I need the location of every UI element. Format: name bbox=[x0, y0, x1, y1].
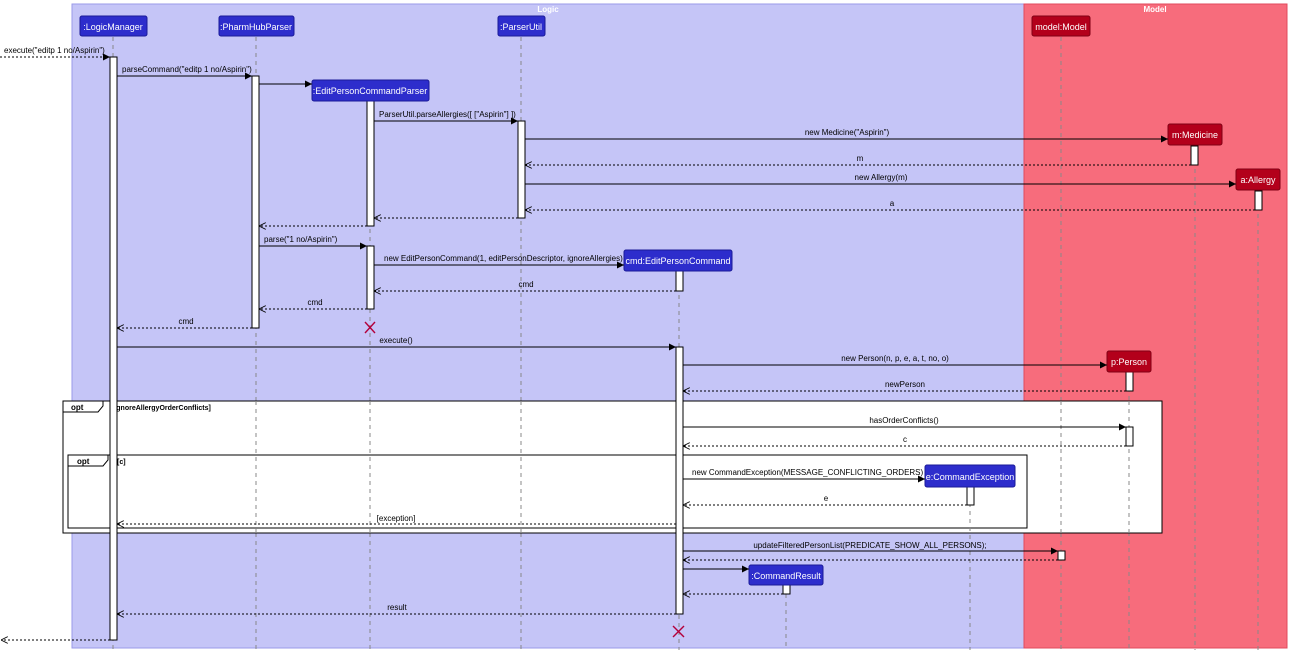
activation-cmd-1 bbox=[675, 270, 684, 292]
lifelines-over-fragments bbox=[255, 401, 1130, 533]
participant-logic-manager: :LogicManager bbox=[79, 15, 148, 37]
message-has-order-conflicts-label: hasOrderConflicts() bbox=[869, 416, 939, 425]
activation-allergy bbox=[1254, 190, 1263, 211]
destroy-mark-cmd bbox=[672, 625, 685, 638]
activation-command-result bbox=[782, 584, 791, 595]
participant-edit-person-command-parser-label: :EditPersonCommandParser bbox=[313, 86, 428, 96]
message-execute-incoming-label: execute("editp 1 no/Aspirin") bbox=[4, 46, 105, 55]
destroy-mark-parser bbox=[364, 321, 376, 334]
message-new-command-exception-label: new CommandException(MESSAGE_CONFLICTING… bbox=[692, 468, 924, 477]
activation-person-1 bbox=[1125, 371, 1134, 392]
activation-medicine bbox=[1190, 145, 1199, 166]
message-exception-label: [exception] bbox=[377, 514, 416, 523]
opt-fragment-outer-keyword: opt bbox=[71, 403, 84, 412]
participant-allergy: a:Allergy bbox=[1235, 168, 1281, 191]
message-return-m-label: m bbox=[857, 154, 864, 163]
message-return-a-label: a bbox=[890, 199, 895, 208]
message-update-filtered-person-list-label: updateFilteredPersonList(PREDICATE_SHOW_… bbox=[753, 541, 986, 550]
participant-parser-util: :ParserUtil bbox=[497, 15, 546, 37]
opt-fragment-inner: opt [c] bbox=[67, 454, 1028, 529]
model-boundary: Model bbox=[1023, 3, 1288, 649]
activation-cmd-2 bbox=[675, 346, 684, 615]
message-new-allergy-label: new Allergy(m) bbox=[855, 173, 908, 182]
message-parse-command-label: parseCommand("editp 1 no/Aspirin") bbox=[122, 65, 252, 74]
message-return-new-person-label: newPerson bbox=[885, 380, 925, 389]
message-return-c-label: c bbox=[903, 435, 907, 444]
activation-parser-1 bbox=[366, 98, 375, 227]
activation-bars bbox=[109, 56, 1263, 641]
messages: execute("editp 1 no/Aspirin") parseComma… bbox=[0, 46, 1255, 640]
participant-model: model:Model bbox=[1031, 15, 1091, 37]
activation-command-exception bbox=[966, 486, 975, 506]
opt-fragment-inner-guard: [c] bbox=[117, 459, 126, 466]
message-return-cmd-3-label: cmd bbox=[178, 317, 193, 326]
activation-pharmhub-parser bbox=[251, 75, 260, 329]
participant-parser-util-label: :ParserUtil bbox=[500, 22, 542, 32]
participant-person: p:Person bbox=[1106, 350, 1152, 373]
message-new-edit-person-command-label: new EditPersonCommand(1, editPersonDescr… bbox=[384, 254, 623, 263]
participant-model-label: model:Model bbox=[1035, 22, 1087, 32]
message-parse-allergies-label: ParserUtil.parseAllergies([ ["Aspirin"] … bbox=[379, 110, 516, 119]
participant-medicine: m:Medicine bbox=[1167, 123, 1223, 146]
opt-fragment-outer-guard: [ignoreAllergyOrderConflicts] bbox=[112, 405, 211, 412]
logic-boundary-label: Logic bbox=[537, 5, 559, 14]
participant-logic-manager-label: :LogicManager bbox=[83, 22, 143, 32]
activation-parser-util bbox=[517, 120, 526, 219]
logic-boundary: Logic bbox=[71, 3, 1025, 649]
participant-edit-person-command-parser: :EditPersonCommandParser bbox=[311, 79, 430, 102]
message-return-result-label: result bbox=[387, 603, 407, 612]
message-execute-label: execute() bbox=[379, 336, 413, 345]
opt-fragment-inner-keyword: opt bbox=[77, 457, 90, 466]
participant-command-result: :CommandResult bbox=[748, 564, 824, 586]
model-boundary-label: Model bbox=[1143, 5, 1166, 14]
message-return-cmd-1-label: cmd bbox=[518, 280, 533, 289]
participant-command-exception: e:CommandException bbox=[924, 464, 1016, 488]
message-parse-label: parse("1 no/Aspirin") bbox=[264, 235, 338, 244]
participant-edit-person-command-label: cmd:EditPersonCommand bbox=[625, 256, 730, 266]
participant-pharmhub-parser: :PharmHubParser bbox=[218, 15, 295, 37]
participant-pharmhub-parser-label: :PharmHubParser bbox=[220, 22, 292, 32]
participant-medicine-label: m:Medicine bbox=[1172, 130, 1218, 140]
participant-edit-person-command: cmd:EditPersonCommand bbox=[623, 249, 733, 272]
participant-command-result-label: :CommandResult bbox=[751, 571, 821, 581]
message-new-person-label: new Person(n, p, e, a, t, no, o) bbox=[841, 354, 949, 363]
message-return-e-label: e bbox=[824, 494, 829, 503]
activation-logic-manager bbox=[109, 56, 118, 641]
participant-allergy-label: a:Allergy bbox=[1240, 175, 1276, 185]
activation-person-2 bbox=[1125, 426, 1134, 447]
message-return-cmd-2-label: cmd bbox=[307, 298, 322, 307]
activation-model bbox=[1057, 550, 1066, 561]
participant-person-label: p:Person bbox=[1111, 357, 1147, 367]
message-new-medicine-label: new Medicine("Aspirin") bbox=[805, 128, 890, 137]
activation-parser-2 bbox=[366, 245, 375, 310]
participant-command-exception-label: e:CommandException bbox=[926, 472, 1015, 482]
